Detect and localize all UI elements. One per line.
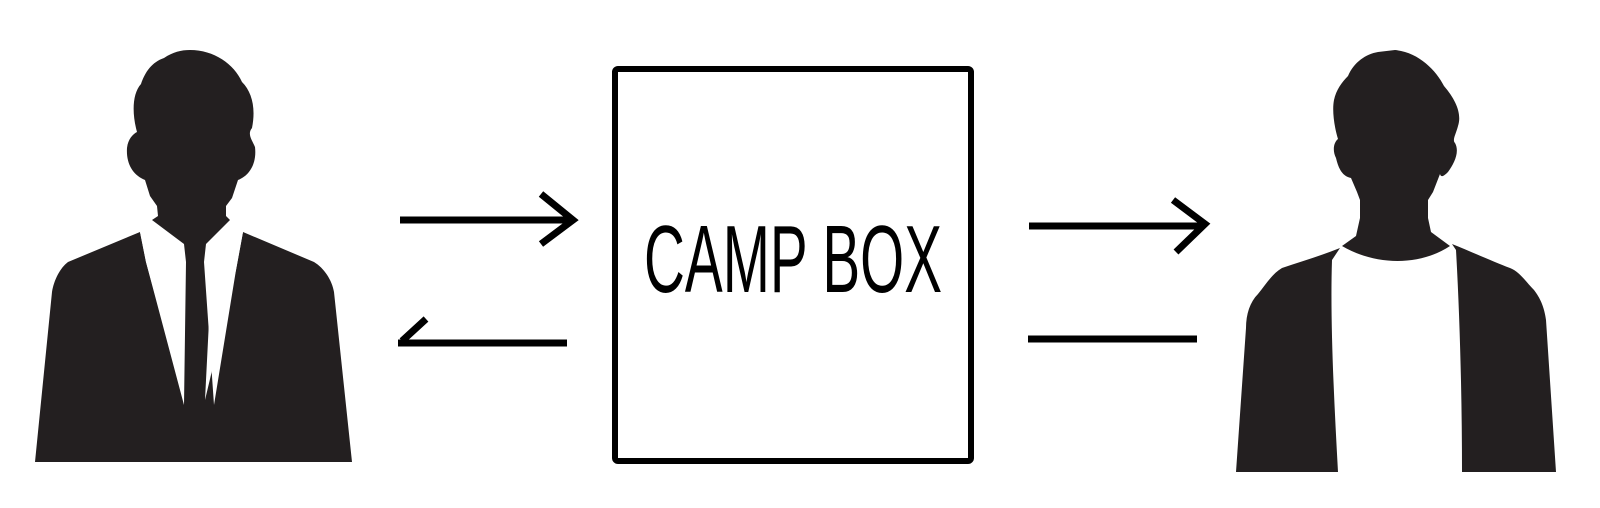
casual-person-vest-right — [1452, 244, 1556, 472]
businessman-silhouette-icon — [35, 50, 352, 462]
businessman-shirt-right — [205, 222, 243, 400]
casual-person-head — [1333, 50, 1460, 218]
camp-box-frame — [612, 66, 974, 464]
arrow-to-camp-box-head — [538, 191, 579, 247]
casual-person-vest-left — [1236, 248, 1340, 472]
casual-person-silhouette-icon — [1236, 50, 1556, 472]
camp-box: CAMP BOX — [612, 66, 974, 464]
businessman-shirt — [140, 222, 184, 400]
arrow-to-casual-person — [1029, 197, 1211, 255]
businessman-head — [126, 50, 256, 216]
arrow-to-camp-box — [400, 191, 579, 247]
arrow-to-businessman-head — [399, 316, 429, 344]
businessman-suit — [35, 216, 352, 462]
arrow-to-casual-person-head — [1170, 197, 1211, 255]
camp-box-label: CAMP BOX — [644, 206, 942, 313]
arrow-to-businessman — [398, 316, 567, 347]
casual-person-body — [1342, 218, 1450, 261]
